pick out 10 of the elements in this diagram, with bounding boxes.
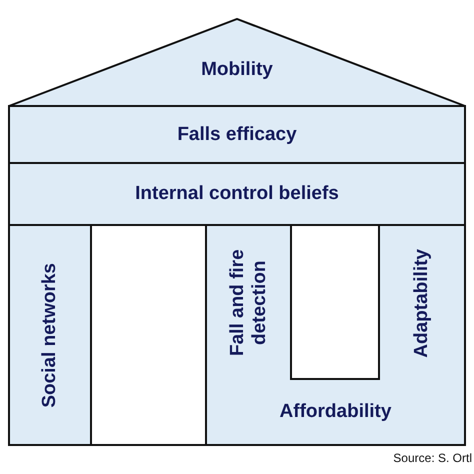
house-band: Internal control beliefs <box>8 162 466 226</box>
door-opening <box>90 224 207 446</box>
roof-label: Mobility <box>201 58 273 80</box>
house-band: Affordability <box>207 380 466 446</box>
window-opening <box>290 224 380 380</box>
house-pillar: Adaptability <box>380 224 466 380</box>
house-band: Falls efficacy <box>8 105 466 164</box>
source-note: Source: S. Ortl <box>393 451 472 465</box>
house-pillar: Fall and fire detection <box>207 224 290 380</box>
house-pillar: Social networks <box>8 224 90 446</box>
